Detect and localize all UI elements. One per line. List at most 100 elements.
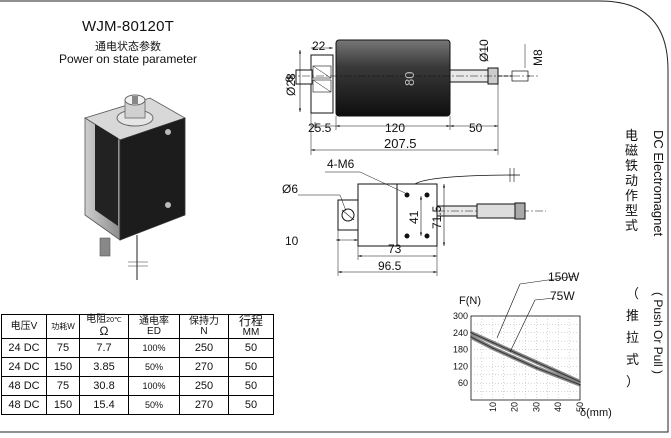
series-point xyxy=(492,341,494,344)
dim-73: 73 xyxy=(388,242,402,256)
series-point xyxy=(513,357,516,359)
table-cell: 48 DC xyxy=(1,376,47,396)
legend-150w: 150W xyxy=(548,270,580,284)
x-tick-label: 10 xyxy=(488,402,498,412)
table-cell: 3.85 xyxy=(79,357,129,377)
dim-dia6: Ø6 xyxy=(282,182,298,196)
y-tick-label: 120 xyxy=(453,361,468,371)
x-tick-label: 40 xyxy=(553,402,563,412)
dim-4-m6: 4-M6 xyxy=(327,157,355,171)
cn-push-char: 推 xyxy=(626,308,639,323)
cn-title-char: 型 xyxy=(625,203,638,218)
series-point xyxy=(557,371,559,373)
series-line-0 xyxy=(470,332,581,383)
table-cell: 150 xyxy=(46,395,80,415)
col-power: 功耗W xyxy=(46,314,80,339)
y-tick-label: 180 xyxy=(453,345,468,355)
side-view-drawing: 4-M6 Ø6 41 71.5 10 73 96.5 xyxy=(282,157,546,276)
cn-title-char: 式 xyxy=(625,218,638,233)
series-point xyxy=(513,351,516,354)
dim-207-5: 207.5 xyxy=(384,136,417,151)
chart-series xyxy=(470,330,581,387)
series-point xyxy=(557,375,559,378)
table-cell: 100% xyxy=(128,338,180,358)
series-point xyxy=(579,383,581,386)
chart-ticks: 10 20 30 40 50 300 240 180 120 60 xyxy=(453,311,585,412)
table-cell: 50 xyxy=(228,357,274,377)
dim-120: 120 xyxy=(385,121,405,135)
cn-title-char: 电 xyxy=(625,128,638,143)
cn-title-char: 铁 xyxy=(625,158,638,173)
cn-push-pull: （ 推拉式 ） xyxy=(626,286,639,389)
table-cell: 75 xyxy=(46,376,80,396)
dim-22: 22 xyxy=(312,39,326,53)
y-tick-label: 300 xyxy=(453,311,468,321)
chart-grid xyxy=(470,315,581,401)
dim-50: 50 xyxy=(469,121,483,135)
cn-push-char: ） xyxy=(626,374,639,389)
dim-25-5: 25.5 xyxy=(308,121,332,135)
table-cell: 24 DC xyxy=(1,338,47,358)
table-cell: 50% xyxy=(128,357,180,377)
dim-80: 80 xyxy=(402,72,417,86)
dim-71-5: 71.5 xyxy=(430,205,444,229)
table-cell: 48 DC xyxy=(1,395,47,415)
series-point xyxy=(579,381,581,383)
cn-push-char: 拉 xyxy=(626,330,639,345)
x-tick-label: 50 xyxy=(575,402,585,412)
table-cell: 30.8 xyxy=(79,376,129,396)
table-cell: 50 xyxy=(228,376,274,396)
table-cell: 250 xyxy=(179,376,229,396)
table-cell: 150 xyxy=(46,357,80,377)
series-point xyxy=(535,361,538,364)
y-tick-label: 240 xyxy=(453,328,468,338)
subtitle-cn: 通电状态参数 xyxy=(95,41,161,53)
table-cell: 270 xyxy=(179,357,229,377)
cn-push-char: 式 xyxy=(626,352,639,367)
dim-dia10: Ø10 xyxy=(477,39,491,62)
legend-75w: 75W xyxy=(550,289,575,303)
dim-41: 41 xyxy=(407,210,421,224)
table-cell: 270 xyxy=(179,395,229,415)
product-photo xyxy=(84,94,186,280)
table-cell: 7.7 xyxy=(79,338,129,358)
table-cell: 50% xyxy=(128,395,180,415)
dim-8: 8 xyxy=(284,76,296,82)
col-voltage: 电压V xyxy=(1,314,47,339)
x-tick-label: 20 xyxy=(510,402,520,412)
table-cell: 24 DC xyxy=(1,357,47,377)
y-tick-label: 60 xyxy=(458,378,468,388)
table-cell: 50 xyxy=(228,338,274,358)
model-number: WJM-80120T xyxy=(81,18,175,35)
push-pull-en: ( Push Or Pull ) xyxy=(651,292,665,374)
chart-x-label: δ(mm) xyxy=(580,407,612,419)
series-line-1 xyxy=(470,336,581,386)
series-point xyxy=(535,367,538,369)
cn-title-char: 作 xyxy=(625,188,638,203)
series-point xyxy=(470,336,472,338)
dim-m8: M8 xyxy=(531,49,545,66)
dim-96-5: 96.5 xyxy=(378,259,402,273)
dim-10: 10 xyxy=(285,234,299,248)
series-point xyxy=(492,347,494,350)
x-tick-label: 30 xyxy=(531,402,541,412)
table-cell: 250 xyxy=(179,338,229,358)
cn-title-char: 磁 xyxy=(625,143,638,158)
chart-y-label: F(N) xyxy=(459,295,481,307)
top-view-drawing: 22 Ø28 8 80 Ø10 M8 25.5 120 50 207.5 xyxy=(284,39,545,155)
cn-push-char: （ xyxy=(626,286,639,301)
force-stroke-chart: 10 20 30 40 50 300 240 180 120 60 F(N) δ(mm) 150W… xyxy=(453,270,612,419)
right-title: DC Electromagnet ( Push Or Pull ) 电磁铁动作型… xyxy=(625,128,666,389)
